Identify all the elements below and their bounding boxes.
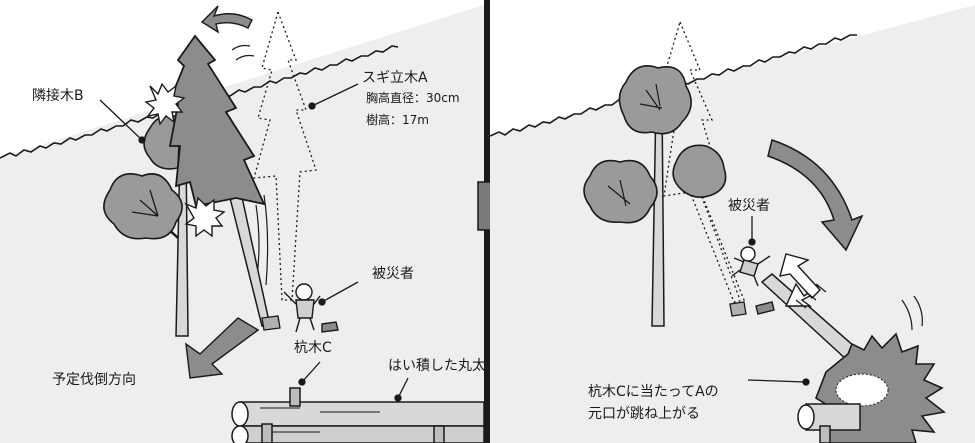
label-stake-c: 杭木C	[294, 340, 332, 356]
rebound-arrow-head	[779, 253, 821, 300]
neighbor-tree-b-right	[583, 65, 727, 327]
neighbor-tree-b	[103, 114, 189, 337]
impact-burst-upper	[144, 82, 186, 126]
leader-lines-right	[747, 216, 810, 386]
label-victim-right: 被災者	[728, 198, 770, 214]
rotation-arrow	[200, 5, 253, 34]
tree-a-original-position	[253, 9, 317, 301]
motion-lines-right	[795, 283, 923, 331]
caption-line-2: 元口が跳ね上がる	[588, 406, 700, 422]
label-log-pile: はい積した丸太	[388, 358, 486, 374]
falling-curve-arrow	[767, 139, 864, 252]
right-panel: 被災者 杭木Cに当たってAの 元口が跳ね上がる	[490, 5, 975, 443]
log-pile	[231, 401, 484, 443]
label-victim-left: 被災者	[372, 266, 414, 282]
label-planned-direction: 予定伐倒方向	[52, 372, 136, 388]
caption-line-1: 杭木Cに当たってAの	[588, 384, 719, 400]
right-slope-ground	[490, 5, 975, 443]
stump	[729, 301, 747, 317]
impact-burst-lower	[184, 196, 226, 238]
label-tree-a-diameter: 胸高直径：30cm	[366, 90, 460, 105]
left-panel: スギ立木A 胸高直径：30cm 樹高：17m 隣接木B 被災者 予定伐倒方向 杭…	[0, 5, 486, 443]
stake-c	[261, 387, 445, 443]
tree-a-previous-position	[663, 20, 745, 303]
victim-worker-flung	[731, 246, 775, 315]
log-pile-right	[797, 403, 861, 443]
planned-direction-arrow	[185, 317, 260, 379]
dust-burst	[835, 373, 889, 407]
leader-lines-left	[99, 83, 409, 402]
label-tree-a-height: 樹高：17m	[366, 112, 429, 127]
victim-worker	[283, 283, 339, 333]
label-tree-a: スギ立木A	[362, 70, 428, 86]
label-neighbor-tree-b: 隣接木B	[32, 87, 84, 104]
